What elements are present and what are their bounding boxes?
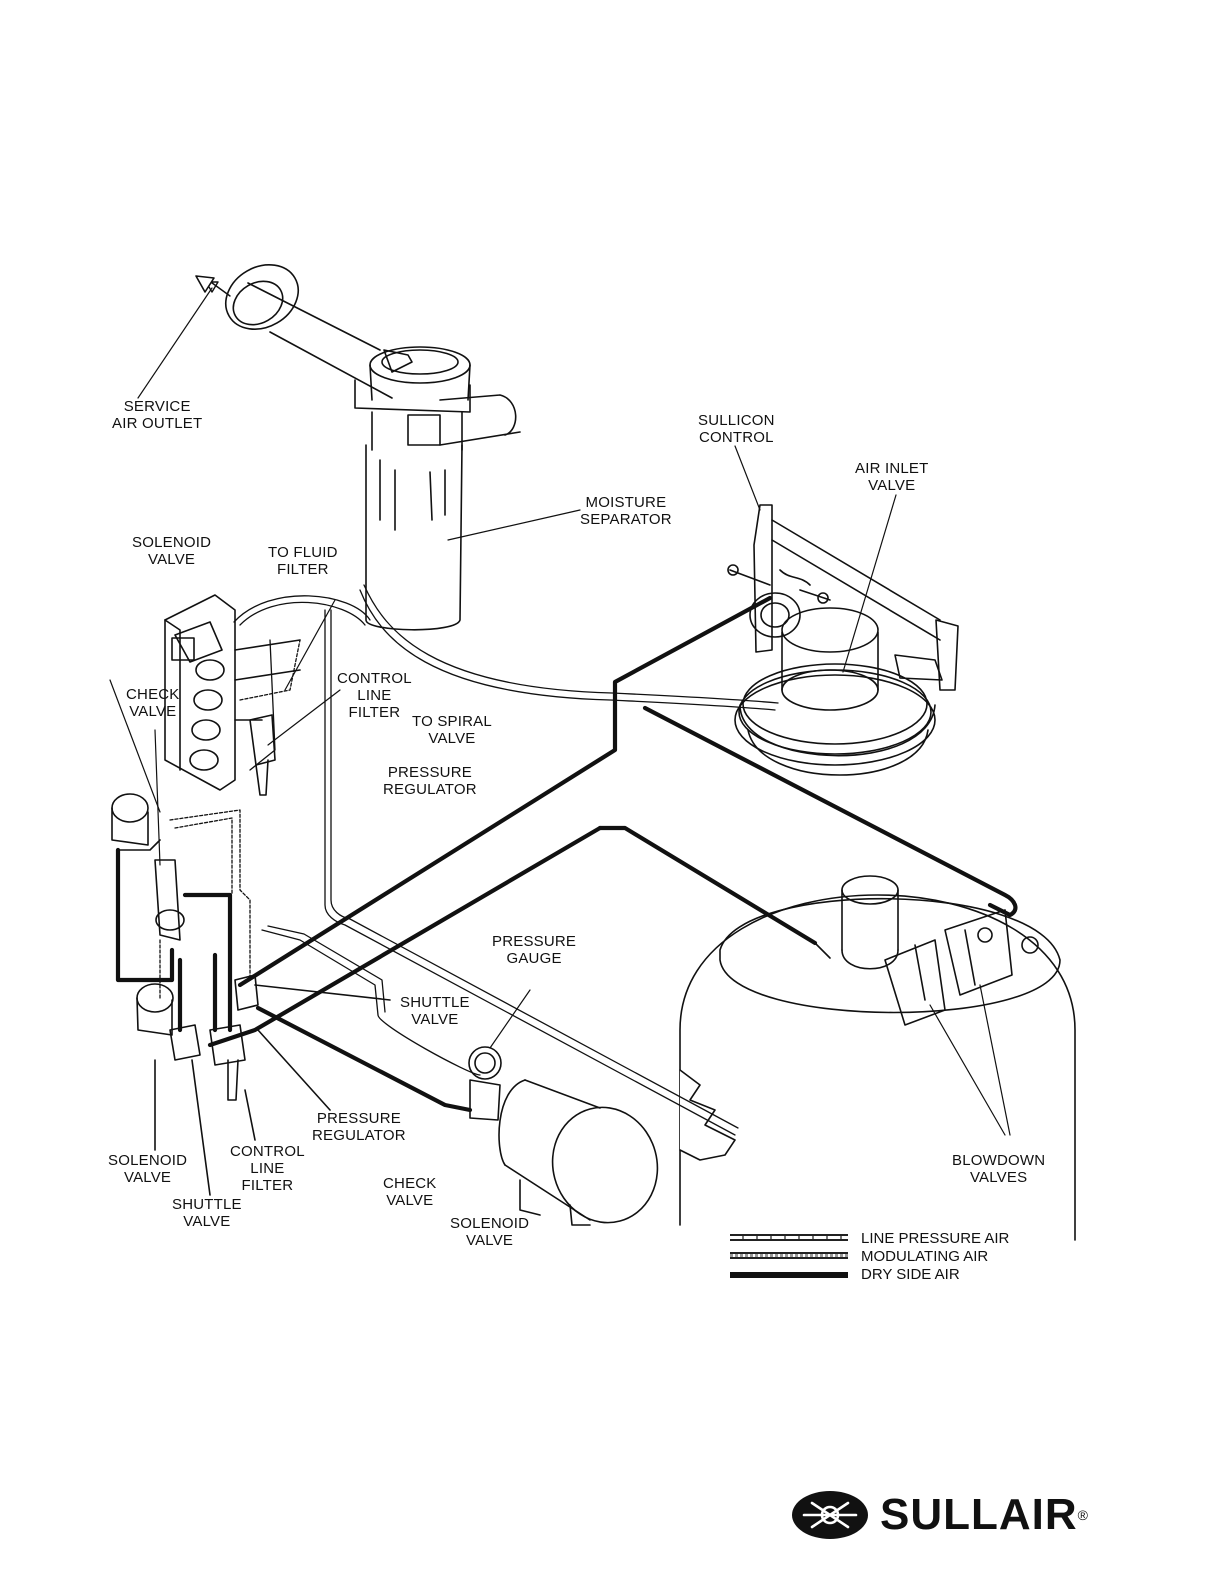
moisture-separator bbox=[354, 346, 581, 631]
air-inlet-valve-assembly bbox=[727, 445, 959, 776]
receiver-tank bbox=[679, 875, 1076, 1241]
legend-swatch-line-pressure bbox=[730, 1234, 848, 1241]
control-air-tank bbox=[468, 989, 659, 1226]
dry-side-air-piping bbox=[115, 595, 1018, 1113]
legend-label: LINE PRESSURE AIR bbox=[861, 1230, 1010, 1247]
legend-swatch-modulating bbox=[730, 1252, 848, 1259]
left-control-panel bbox=[164, 594, 341, 796]
registered-mark: ® bbox=[1077, 1507, 1089, 1523]
legend-line-pressure-air: LINE PRESSURE AIR bbox=[730, 1230, 1050, 1248]
sullair-logo-text: SULLAIR® bbox=[880, 1490, 1089, 1539]
legend-swatch-dry-side bbox=[730, 1272, 848, 1278]
legend-modulating-air: MODULATING AIR bbox=[730, 1248, 1050, 1266]
sullair-logo-mark bbox=[792, 1491, 868, 1539]
legend-label: MODULATING AIR bbox=[861, 1248, 989, 1265]
line-pressure-air-piping bbox=[233, 584, 779, 1136]
legend-dry-side-air: DRY SIDE AIR bbox=[730, 1266, 1050, 1284]
modulating-air-piping bbox=[159, 639, 301, 1001]
service-air-outlet-pipe bbox=[137, 264, 393, 399]
legend-label: DRY SIDE AIR bbox=[861, 1266, 960, 1283]
